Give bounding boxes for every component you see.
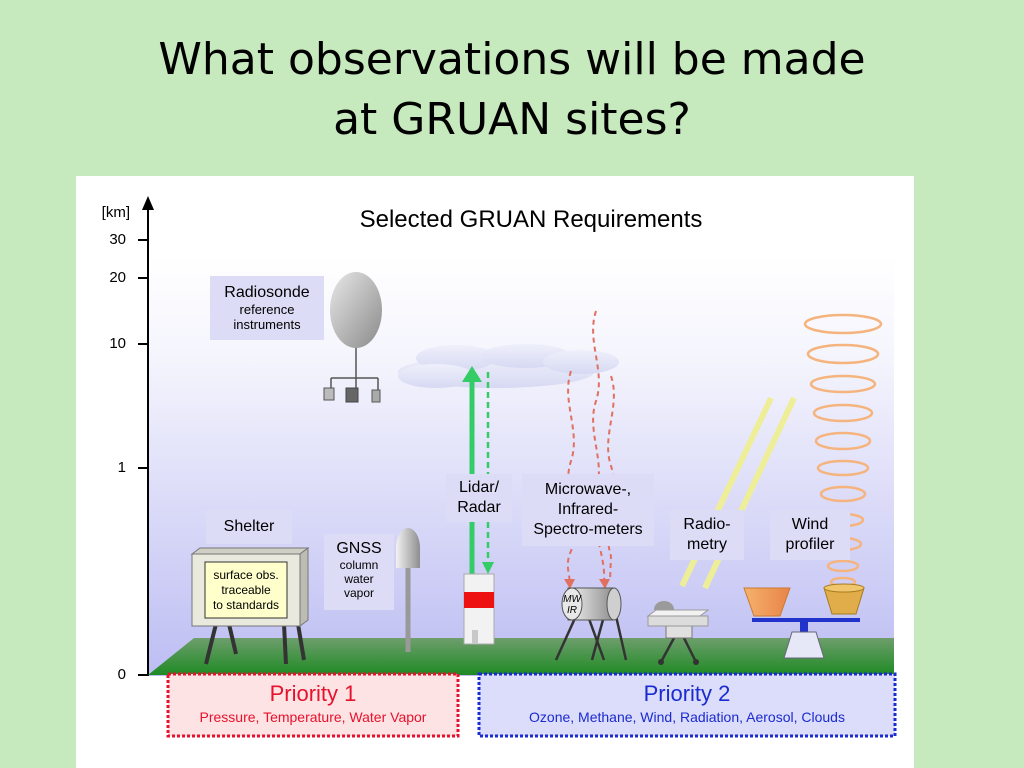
axis-tick-1: 1 xyxy=(117,459,126,476)
radiometry-label: Radio- metry xyxy=(670,510,744,560)
microwave-arrowhead-2 xyxy=(599,579,610,589)
weather-shelter xyxy=(190,547,310,665)
microwave-arrowhead-1 xyxy=(564,579,575,589)
spectrometer-label-line2: Infrared- xyxy=(557,501,619,518)
wind-profiler-label-line2: profiler xyxy=(785,536,835,553)
shelter-sign-line3: to standards xyxy=(212,598,280,612)
axis-tick-30: 30 xyxy=(109,231,126,248)
spectrometer-device-line2: IR xyxy=(567,605,577,616)
gnss-antenna xyxy=(396,528,420,652)
lidar-instrument xyxy=(463,573,495,645)
axis-tick-10: 10 xyxy=(109,335,126,352)
priority1-title: Priority 1 xyxy=(269,681,357,706)
lidar-label-line2: Radar xyxy=(457,499,501,516)
axis-unit-label: [km] xyxy=(101,204,130,221)
spectrometer-device-line1: MW xyxy=(563,594,581,605)
gnss-label-title: GNSS xyxy=(336,540,382,557)
diagram-title: Selected GRUAN Requirements xyxy=(359,206,703,233)
lidar-label-line1: Lidar/ xyxy=(458,479,500,496)
shelter-sign-line1: surface obs. xyxy=(213,568,279,582)
shelter-label: Shelter xyxy=(206,510,292,544)
axis-tick-0: 0 xyxy=(117,666,126,683)
priority2-panel: Priority 2 Ozone, Methane, Wind, Radiati… xyxy=(479,680,895,726)
radiosonde-label-line2: reference xyxy=(239,302,295,317)
wind-profiler-label: Wind profiler xyxy=(770,510,850,560)
wind-profiler-antenna xyxy=(743,583,865,659)
ground-strip xyxy=(148,638,894,675)
spectrometer-label-line1: Microwave-, xyxy=(544,481,632,498)
gruan-diagram-panel: Selected GRUAN Requirements [km] 30 20 1… xyxy=(76,176,914,768)
radiosonde-label-title: Radiosonde xyxy=(224,284,310,301)
spectrometer-label-line3: Spectro-meters xyxy=(533,521,643,538)
radiosonde-balloon xyxy=(323,272,382,403)
axis-tick-20: 20 xyxy=(109,269,126,286)
radiometry-label-line1: Radio- xyxy=(683,516,731,533)
cloud-shape xyxy=(398,344,619,388)
gnss-label-line2: column xyxy=(339,558,379,572)
lidar-label: Lidar/ Radar xyxy=(446,474,512,522)
slide-title: What observations will be made at GRUAN … xyxy=(0,30,1024,150)
radiometer-device xyxy=(646,601,710,665)
radiosonde-label-line3: instruments xyxy=(233,317,301,332)
priority1-box xyxy=(166,672,460,738)
priority2-title: Priority 2 xyxy=(643,681,731,706)
spectrometer-device xyxy=(554,587,628,661)
spectrometer-label: Microwave-, Infrared- Spectro-meters xyxy=(522,474,654,546)
spectrometer-device-label: MW IR xyxy=(560,594,584,616)
priority1-items: Pressure, Temperature, Water Vapor xyxy=(199,709,427,725)
shelter-sign: surface obs. traceable to standards xyxy=(205,568,287,613)
priority2-box xyxy=(477,672,897,738)
diagram-graphics xyxy=(138,196,897,738)
radiosonde-label: Radiosonde reference instruments xyxy=(210,276,324,340)
gnss-label-line3: water xyxy=(344,572,374,586)
slide-title-line1: What observations will be made xyxy=(158,34,866,85)
radiometry-label-line2: metry xyxy=(687,536,727,553)
wind-profiler-label-line1: Wind xyxy=(791,516,829,533)
gnss-label-line4: vapor xyxy=(343,586,375,600)
gnss-label: GNSS column water vapor xyxy=(324,534,394,610)
altitude-axis xyxy=(138,196,154,676)
slide-title-line2: at GRUAN sites? xyxy=(333,94,691,145)
shelter-sign-line2: traceable xyxy=(221,583,271,597)
priority1-panel: Priority 1 Pressure, Temperature, Water … xyxy=(168,680,458,726)
priority2-items: Ozone, Methane, Wind, Radiation, Aerosol… xyxy=(529,709,845,725)
